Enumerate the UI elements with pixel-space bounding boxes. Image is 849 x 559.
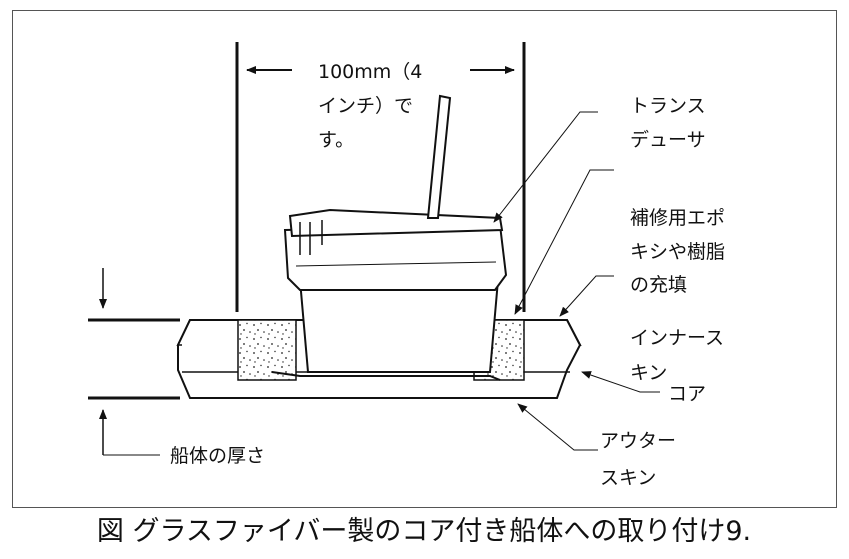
- transducer-leader: [493, 111, 598, 223]
- core-label: コア: [668, 383, 706, 405]
- epoxy-fill-left: [237, 319, 297, 381]
- outer-skin-leader: [517, 403, 598, 451]
- epoxy-label-line-1: 補修用エポ: [630, 207, 725, 229]
- core-leader: [581, 371, 660, 393]
- width-label-line-3: す。: [318, 129, 354, 151]
- inner-skin-leader: [559, 275, 614, 317]
- width-label-line-1: 100mm（4: [318, 61, 422, 83]
- epoxy-label-line-2: キシや樹脂: [630, 241, 725, 263]
- outer-skin-label-line-2: スキン: [600, 467, 656, 489]
- epoxy-label-line-3: の充填: [630, 274, 687, 296]
- transducer-label-line-1: トランス: [630, 95, 706, 117]
- figure-frame: [12, 10, 837, 508]
- figure-caption: 図 グラスファイバー製のコア付き船体への取り付け9.: [97, 516, 751, 547]
- transducer: [271, 94, 508, 381]
- outer-skin-label-line-1: アウター: [600, 430, 676, 452]
- width-label-line-2: インチ）で: [318, 95, 413, 117]
- epoxy-leader: [514, 169, 614, 315]
- inner-skin-label-line-1: インナース: [630, 327, 724, 349]
- inner-skin-label-line-2: キン: [630, 362, 667, 384]
- hull-thickness-label: 船体の厚さ: [170, 445, 265, 467]
- transducer-label-line-2: デューサ: [630, 129, 706, 151]
